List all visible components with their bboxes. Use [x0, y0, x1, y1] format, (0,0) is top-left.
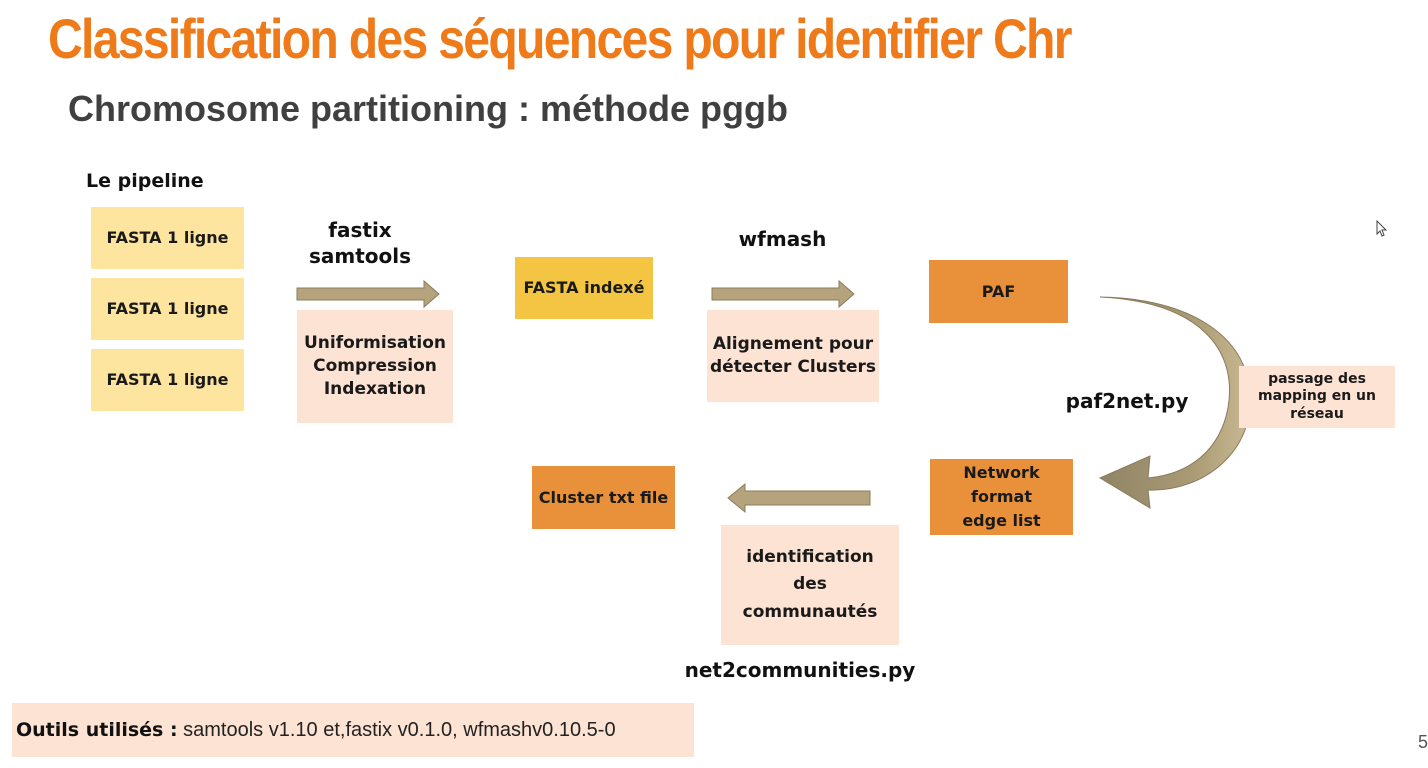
tools-used-text: samtools v1.10 et,fastix v0.1.0, wfmashv…	[177, 718, 616, 741]
step4-description: identification des communautés	[721, 525, 899, 645]
fasta-input-box-2: FASTA 1 ligne	[91, 278, 244, 340]
network-line: format	[971, 487, 1032, 506]
fasta-indexed-box: FASTA indexé	[515, 257, 653, 319]
tool-wfmash: wfmash	[738, 227, 827, 251]
step1-desc-line: Indexation	[323, 378, 427, 399]
fasta-input-box-1: FASTA 1 ligne	[91, 207, 244, 269]
network-line: Network	[963, 463, 1040, 482]
step1-description: Uniformisation Compression Indexation	[297, 310, 453, 423]
network-line: edge list	[962, 511, 1041, 530]
slide-subtitle: Chromosome partitioning : méthode pggb	[68, 88, 788, 129]
arrow-to-paf	[711, 279, 855, 309]
tool-paf2net: paf2net.py	[1065, 389, 1189, 413]
step4-desc-line: des	[793, 574, 827, 595]
tool-net2communities: net2communities.py	[684, 658, 916, 682]
cluster-file-box: Cluster txt file	[532, 466, 675, 529]
arrow-to-fasta-indexed	[296, 279, 440, 309]
tool-fastix: fastix	[328, 218, 392, 242]
step2-desc-line: détecter Clusters	[709, 357, 877, 377]
paf-box: PAF	[929, 260, 1068, 323]
tools-used-label: Outils utilisés :	[16, 719, 178, 741]
network-box: Network format edge list	[930, 459, 1073, 535]
step1-desc-line: Compression	[313, 356, 437, 377]
fasta-input-box-3: FASTA 1 ligne	[91, 349, 244, 411]
mouse-cursor-icon	[1376, 220, 1388, 237]
step3-desc-line: passage des	[1268, 370, 1366, 387]
step3-description: passage des mapping en un réseau	[1239, 366, 1395, 428]
tool-samtools: samtools	[308, 244, 412, 268]
curved-arrow-paf2net	[1098, 296, 1251, 509]
step3-desc-line: réseau	[1290, 405, 1344, 422]
slide-title: Classification des séquences pour identi…	[48, 7, 1072, 70]
step1-desc-line: Uniformisation	[303, 333, 447, 354]
tools-used-bar: Outils utilisés : samtools v1.10 et,fast…	[12, 703, 694, 757]
step1-tools: fastix samtools	[300, 217, 420, 269]
step3-desc-line: mapping en un	[1257, 388, 1376, 405]
pipeline-label: Le pipeline	[86, 170, 204, 192]
arrow-to-cluster-file	[727, 482, 871, 514]
page-number: 5	[1418, 732, 1428, 752]
step4-desc-line: identification	[746, 547, 874, 568]
step2-desc-line: Alignement pour	[712, 334, 874, 355]
step4-desc-line: communautés	[742, 601, 878, 622]
step2-description: Alignement pour détecter Clusters	[707, 310, 879, 402]
